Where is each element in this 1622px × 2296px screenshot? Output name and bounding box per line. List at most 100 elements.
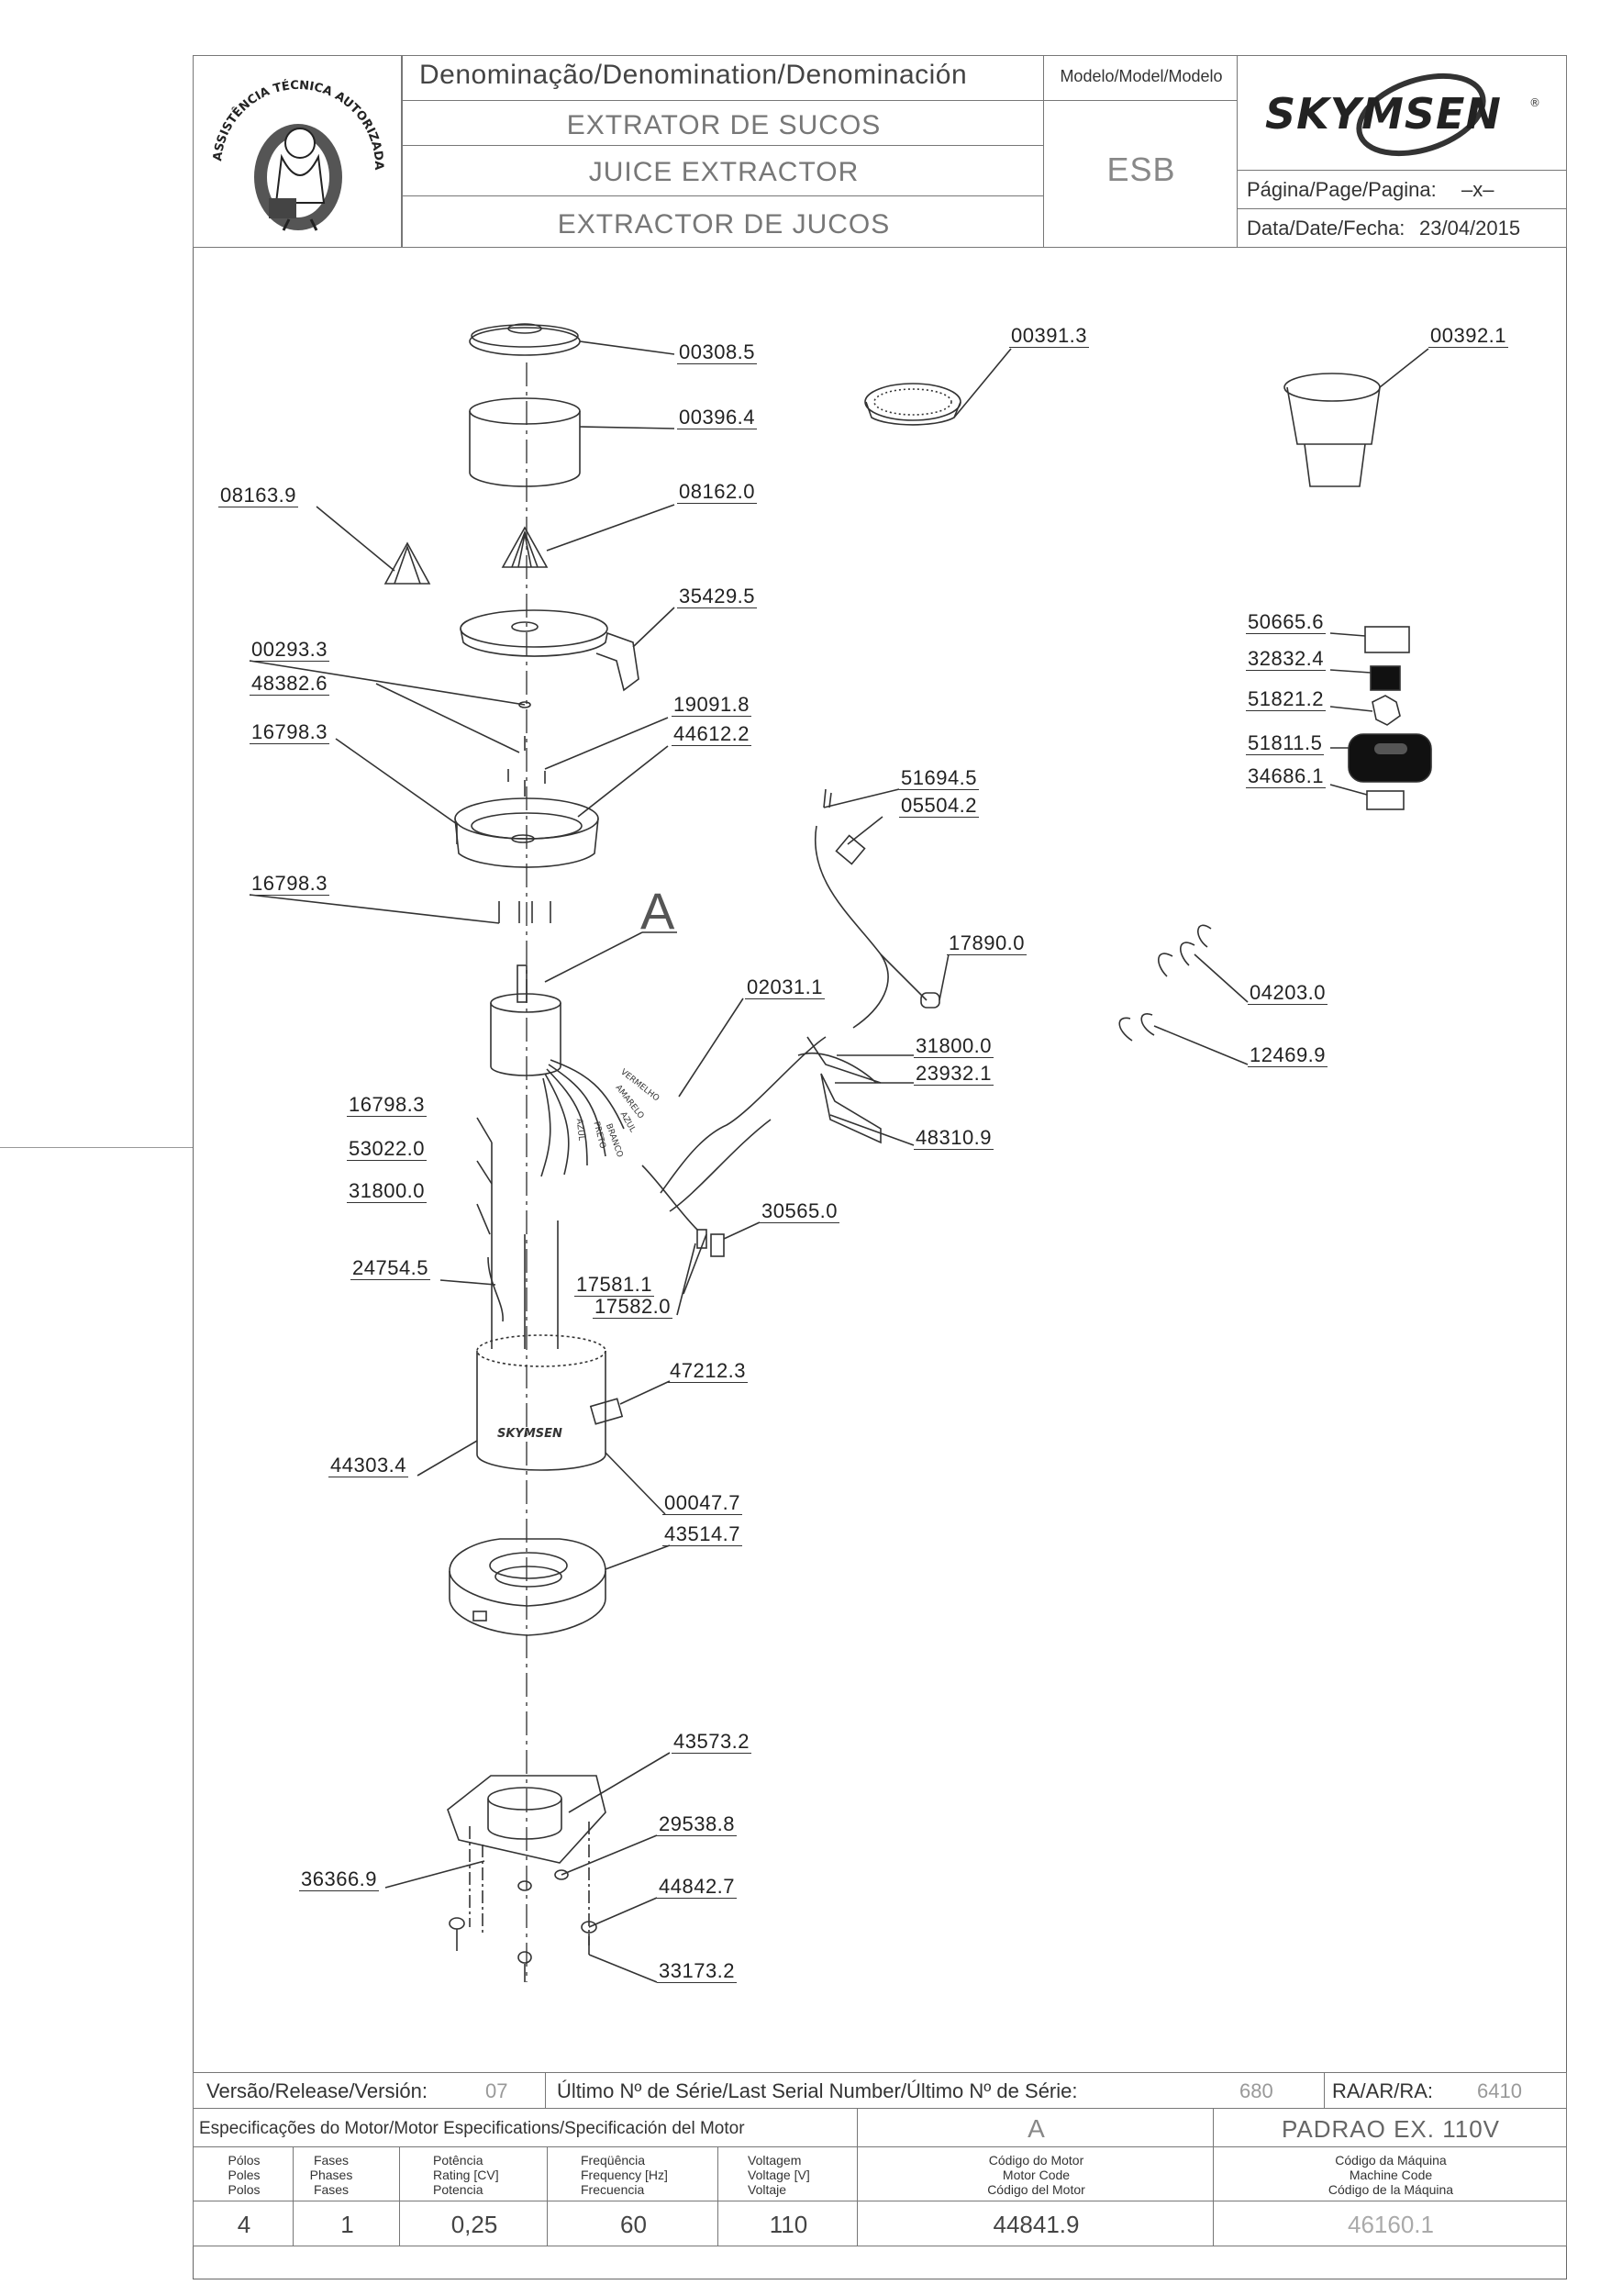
part-callout: 00392.1 [1428, 324, 1509, 348]
part-callout: 24754.5 [350, 1256, 431, 1280]
model-value-cell: ESB [1043, 100, 1238, 248]
part-callout: 00047.7 [662, 1491, 743, 1515]
spec-header-line: Machine Code [1349, 2168, 1433, 2182]
part-callout: 04203.0 [1248, 981, 1328, 1005]
name-en-cell: JUICE EXTRACTOR [402, 145, 1044, 196]
brand-mark: ® [1529, 96, 1540, 109]
part-callout: 44842.7 [657, 1875, 738, 1899]
serial-label: Último Nº de Série/Last Serial Number/Úl… [557, 2079, 1078, 2102]
part-callout: 43573.2 [672, 1730, 752, 1754]
motor-spec-label: Especificações do Motor/Motor Especifica… [199, 2119, 745, 2138]
part-callout: 08163.9 [218, 484, 299, 507]
spec-header-line: Código del Motor [987, 2182, 1085, 2197]
part-callout: 12469.9 [1248, 1043, 1328, 1067]
spec-header-line: Motor Code [1002, 2168, 1071, 2182]
part-callout: 33173.2 [657, 1959, 738, 1983]
spec-header-line: Voltagem [748, 2153, 802, 2168]
page-label: Página/Page/Pagina: [1247, 178, 1437, 201]
part-callout: 31800.0 [347, 1179, 428, 1203]
spec-header-line: Fases [313, 2182, 350, 2197]
page-value: –x– [1461, 178, 1494, 201]
spec-header-line: Fases [313, 2153, 350, 2168]
spec-value-machine-code: 46160.1 [1348, 2211, 1434, 2238]
spec-header-line: Código de la Máquina [1328, 2182, 1454, 2197]
part-callout: 00391.3 [1009, 324, 1090, 348]
motor-letter: A [1028, 2114, 1045, 2143]
brand-name: SKYMSEN [1265, 89, 1502, 139]
header-stamp-cell: ASSISTÊNCIA TÉCNICA AUTORIZADA [193, 55, 402, 248]
part-callout: 31800.0 [914, 1034, 994, 1058]
spec-header-line: Frecuencia [581, 2182, 645, 2197]
name-es-cell: EXTRACTOR DE JUCOS [402, 195, 1044, 248]
spec-header-line: Poles [228, 2168, 261, 2182]
denomination-label: Denominação/Denomination/Denominación [419, 60, 968, 90]
name-pt-cell: EXTRATOR DE SUCOS [402, 100, 1044, 146]
part-callout: 17890.0 [947, 931, 1028, 955]
spec-value-cell: 60 [547, 2201, 718, 2246]
date-value: 23/04/2015 [1419, 217, 1521, 240]
part-callout: 30565.0 [760, 1199, 840, 1223]
model-label-cell: Modelo/Model/Modelo [1043, 55, 1238, 101]
part-callout: 44303.4 [328, 1454, 409, 1477]
part-callout: 05504.2 [899, 794, 980, 818]
spec-header-line: Phases [309, 2168, 353, 2182]
brand-swoosh-icon [1356, 72, 1486, 157]
spec-header-line: Rating [CV] [433, 2168, 499, 2182]
part-callout: 53022.0 [347, 1137, 428, 1161]
fold-line [0, 1147, 193, 1148]
date-label: Data/Date/Fecha: [1247, 217, 1405, 240]
detail-letter: A [640, 882, 675, 940]
part-callout: 36366.9 [299, 1867, 380, 1891]
spec-header-line: Código da Máquina [1335, 2153, 1447, 2168]
part-callout: 08162.0 [677, 480, 758, 504]
spec-value-cell: 46160.1 [1213, 2201, 1567, 2246]
spec-header-line: Código do Motor [988, 2153, 1084, 2168]
brand-cell: SKYMSEN ® [1237, 55, 1567, 171]
drawing-frame [193, 55, 1567, 2279]
serial-value: 680 [1239, 2079, 1273, 2102]
part-callout: 47212.3 [668, 1359, 749, 1383]
part-callout: 48310.9 [914, 1126, 994, 1150]
spec-value-phases: 1 [340, 2211, 354, 2238]
name-es: EXTRACTOR DE JUCOS [557, 209, 891, 240]
name-en: JUICE EXTRACTOR [588, 157, 860, 187]
spec-header-line: Potência [433, 2153, 483, 2168]
machine-variant-cell: PADRAO EX. 110V [1213, 2108, 1567, 2147]
part-callout: 34686.1 [1246, 764, 1327, 788]
model-label: Modelo/Model/Modelo [1060, 67, 1223, 85]
ra-label: RA/AR/RA: [1332, 2079, 1434, 2102]
spec-header-line: Voltaje [748, 2182, 787, 2197]
spec-value-cell: 0,25 [399, 2201, 548, 2246]
part-callout: 50665.6 [1246, 610, 1327, 634]
part-callout: 35429.5 [677, 585, 758, 608]
part-callout: 17582.0 [593, 1295, 673, 1319]
spec-value-rating: 0,25 [450, 2211, 498, 2238]
version-cell: Versão/Release/Versión: 07 [193, 2072, 546, 2109]
part-callout: 00293.3 [250, 638, 330, 662]
spec-value-cell: 110 [717, 2201, 858, 2246]
part-callout: 43514.7 [662, 1522, 743, 1546]
part-callout: 51694.5 [899, 766, 980, 790]
date-cell: Data/Date/Fecha: 23/04/2015 [1237, 208, 1567, 248]
spec-header-line: Polos [228, 2182, 261, 2197]
machine-variant: PADRAO EX. 110V [1281, 2115, 1501, 2143]
part-callout: 16798.3 [347, 1093, 428, 1117]
spec-value-motor-code: 44841.9 [993, 2211, 1080, 2238]
part-callout: 00396.4 [677, 406, 758, 429]
part-callout: 16798.3 [250, 720, 330, 744]
name-pt: EXTRATOR DE SUCOS [566, 110, 882, 140]
spec-value-cell: 4 [193, 2201, 294, 2246]
serial-cell: Último Nº de Série/Last Serial Number/Úl… [545, 2072, 1325, 2109]
part-callout: 29538.8 [657, 1812, 738, 1836]
part-callout: 17581.1 [574, 1273, 655, 1297]
spec-value-voltage: 110 [769, 2211, 808, 2238]
spec-header-line: Pólos [228, 2153, 261, 2168]
part-callout: 48382.6 [250, 672, 330, 696]
part-callout: 44612.2 [672, 722, 752, 746]
page-cell: Página/Page/Pagina: –x– [1237, 170, 1567, 209]
part-callout: 32832.4 [1246, 647, 1327, 671]
